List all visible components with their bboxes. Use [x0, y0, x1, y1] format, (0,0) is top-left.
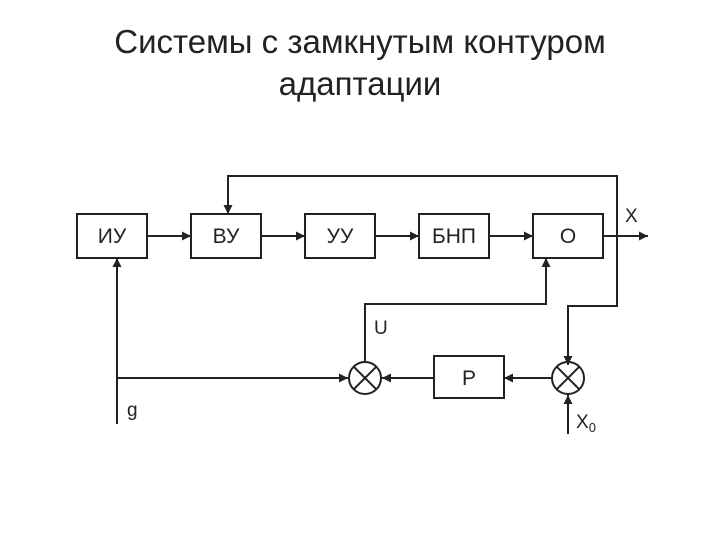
- feedback-output-to-comparator: [563, 236, 618, 365]
- comparator-left: [348, 361, 382, 395]
- signal-label-x0-sub: 0: [589, 420, 596, 435]
- feedback-output-to-vu: [223, 175, 618, 236]
- signal-label-u: U: [374, 318, 388, 339]
- signal-label-x: X: [625, 206, 638, 227]
- block-bnp-label: БНП: [432, 225, 476, 248]
- block-uu-label: УУ: [327, 225, 354, 248]
- signal-label-g: g: [127, 400, 138, 421]
- comparator-right: [551, 361, 585, 395]
- signal-label-x0-main: X: [576, 412, 589, 433]
- block-o-label: О: [560, 225, 576, 248]
- signal-label-x0: X0: [576, 412, 596, 435]
- slide-title-line-1: Системы с замкнутым контуром: [114, 23, 606, 60]
- block-iu-label: ИУ: [98, 225, 127, 248]
- control-u-to-o: [364, 258, 551, 361]
- block-p-label: Р: [462, 367, 476, 390]
- block-vu-label: ВУ: [213, 225, 240, 248]
- slide-title-line-2: адаптации: [278, 65, 442, 102]
